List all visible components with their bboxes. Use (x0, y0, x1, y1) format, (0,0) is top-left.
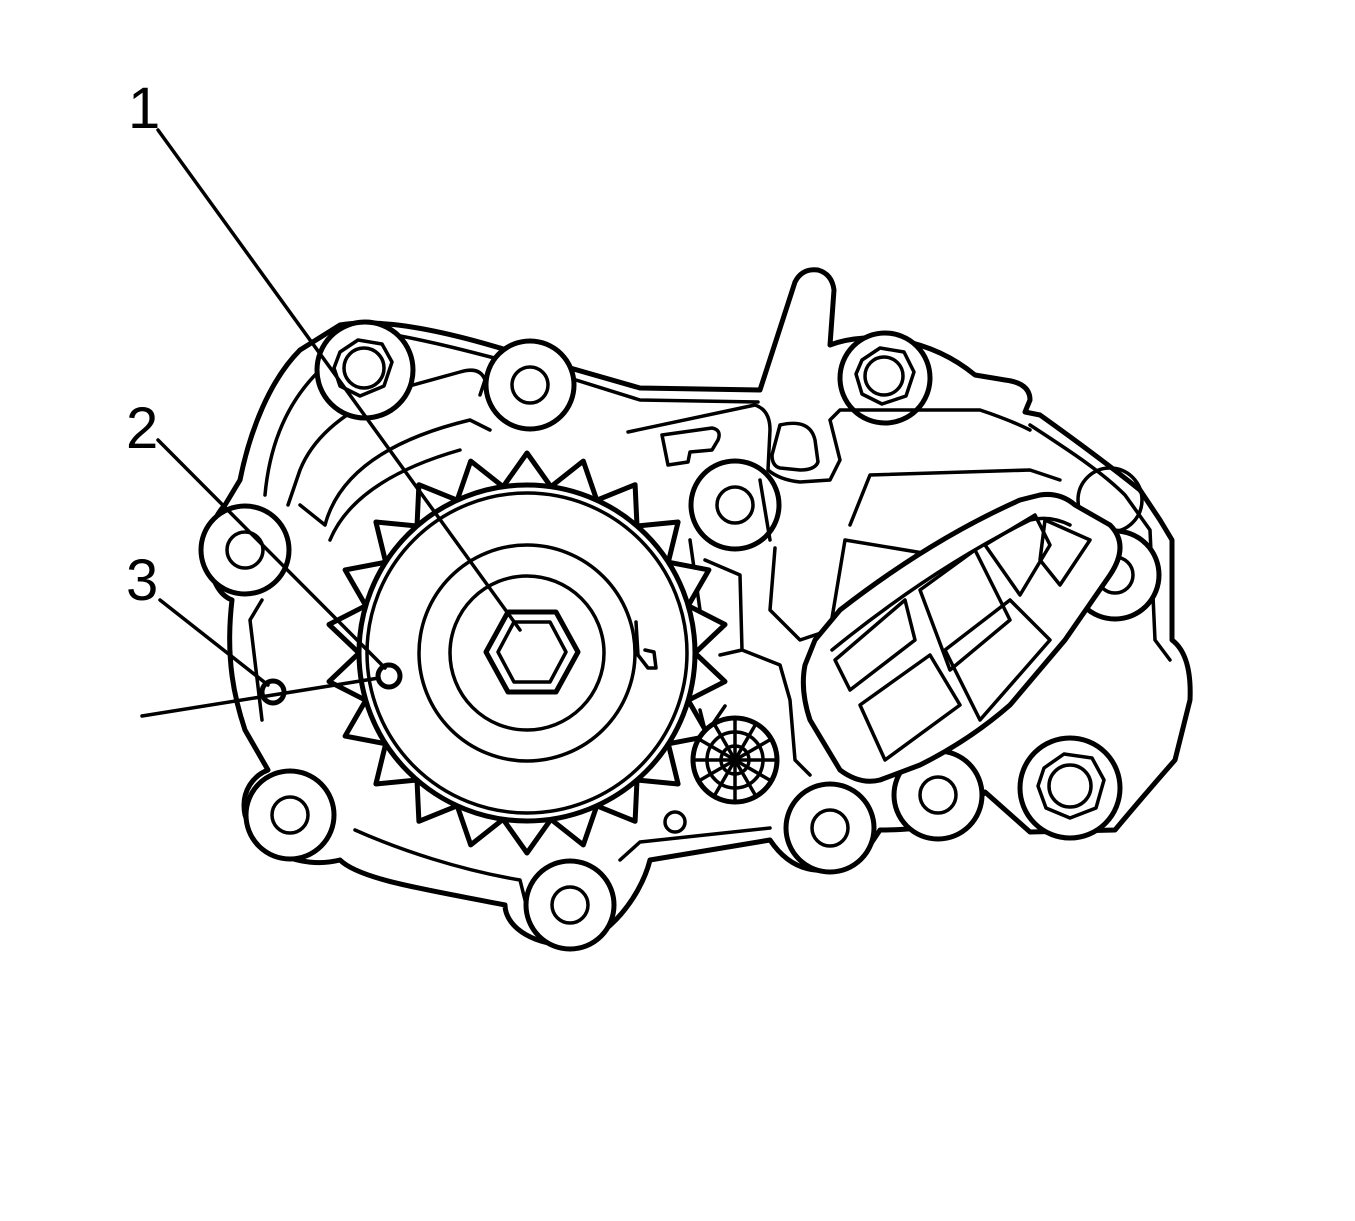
housing-inner-rim-right (1028, 423, 1172, 662)
callout-1: 1 (128, 76, 160, 141)
housing-inner-rim-left (248, 370, 320, 722)
vent-spoke (736, 723, 757, 757)
vent-spoke (736, 763, 757, 797)
bolt-top-right (837, 330, 933, 426)
vent-spoke (713, 763, 734, 797)
mounting-boss-bottom-center (783, 781, 877, 875)
callout-2: 2 (126, 396, 158, 461)
vent-screen (690, 704, 780, 805)
mounting-boss-center-top (688, 458, 782, 552)
left-rib-third (328, 448, 462, 542)
alignment-mark-sprocket (375, 662, 403, 690)
rib-shield (800, 492, 1123, 784)
vent-spoke (713, 723, 734, 757)
bolt-bottom-right (1017, 735, 1123, 841)
leader-line-2 (156, 438, 387, 670)
vent-spoke (738, 761, 772, 782)
left-rib-lower (298, 418, 492, 527)
casting-pocket-2 (770, 421, 820, 472)
casting-pocket-1 (660, 426, 721, 467)
mounting-boss-left (198, 503, 292, 597)
pump-sprocket (326, 450, 728, 856)
casting-rib-lower (703, 558, 812, 777)
mounting-boss-top (483, 338, 577, 432)
vent-spoke (698, 761, 732, 782)
locator-hole (663, 810, 687, 834)
callout-3: 3 (126, 548, 158, 613)
vent-spoke (698, 738, 732, 759)
vent-spoke (738, 738, 772, 759)
mounting-boss-bottom-left (243, 768, 337, 862)
casting-rib-center (768, 468, 1062, 642)
casting-pocket-3 (626, 403, 1032, 484)
leader-line-3 (158, 598, 270, 687)
reference-line (140, 676, 381, 718)
mounting-boss-bottom (523, 858, 617, 952)
leader-line-1 (156, 128, 522, 632)
housing-inner-rim-bottom (353, 826, 772, 922)
